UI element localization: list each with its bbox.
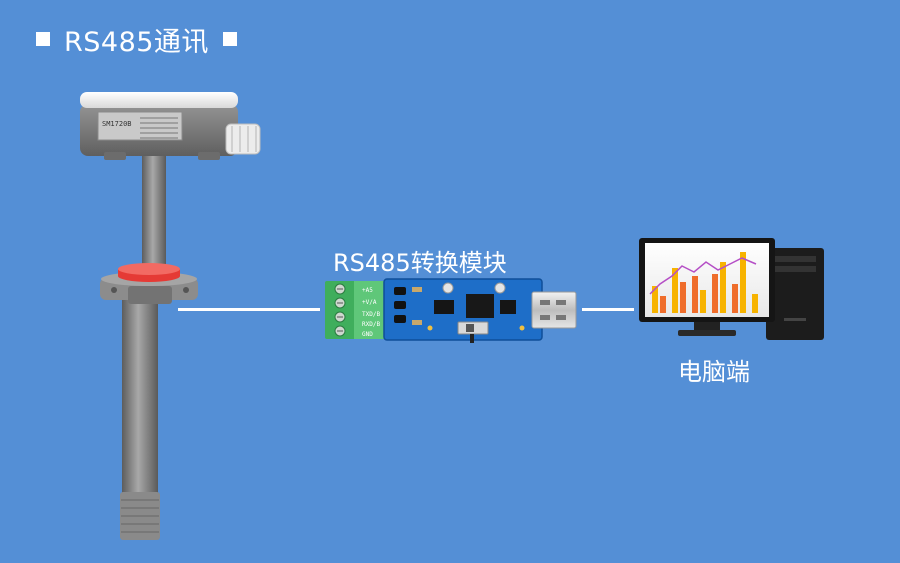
square-bullet-icon	[36, 32, 50, 46]
duct-sensor: SM1720B	[80, 92, 261, 540]
pcb-components	[394, 282, 525, 343]
square-bullet-icon	[222, 32, 237, 46]
module-label: RS485转换模块	[333, 249, 507, 277]
sensor-cap	[80, 92, 238, 108]
terminal-block	[325, 281, 357, 339]
cable-gland	[225, 123, 261, 155]
sensor-to-module-wire	[178, 308, 320, 311]
computer-label: 电脑端	[678, 358, 750, 386]
sensor-nameplate	[97, 111, 183, 141]
page-title: RS485通讯	[36, 22, 237, 58]
pin-label: GND	[362, 331, 373, 338]
desktop-computer	[639, 238, 824, 340]
pin-label: +V/A	[362, 299, 377, 306]
rs485-module: +A5 +V/A TXD/B RXD/B GND	[325, 278, 577, 343]
pin-label: RXD/B	[362, 321, 380, 328]
module-to-pc-wire	[582, 308, 634, 311]
monitor-base	[678, 330, 736, 336]
module-pcb	[384, 279, 542, 340]
usb-connector	[531, 291, 577, 329]
terminal-screws	[334, 283, 346, 337]
pin-label: +A5	[362, 287, 373, 294]
monitor-stand	[694, 322, 720, 330]
title-text: RS485通讯	[64, 26, 209, 58]
flange-clamp	[128, 286, 172, 304]
pin-label: TXD/B	[362, 311, 380, 318]
screen-line-graphic	[649, 257, 757, 295]
sensor-probe	[122, 300, 158, 500]
screen-bar-graphic	[652, 252, 758, 313]
sensor-model-text: SM1720B	[102, 120, 132, 128]
